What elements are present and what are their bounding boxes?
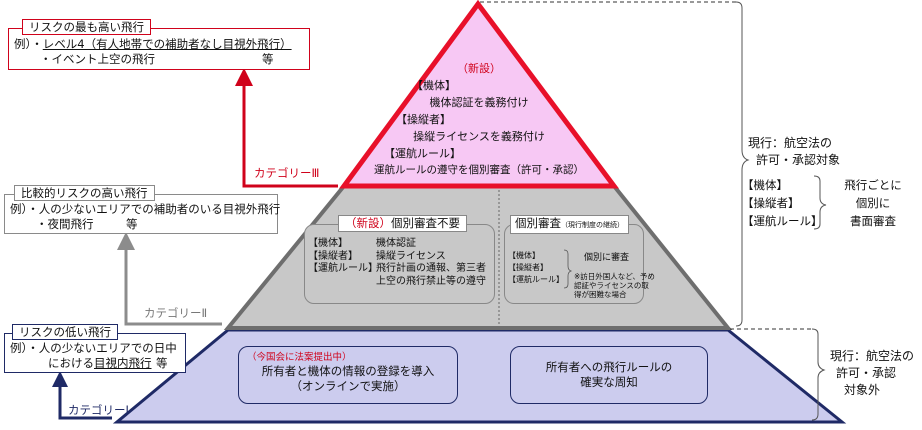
apex-content: （新設） 【機体】 機体認証を義務付け 【操縦者】 操縦ライセンスを義務付け 【… [352,60,606,179]
apex-airframe-text: 機体認証を義務付け [429,96,529,109]
higher-risk-title: 比較的リスクの高い飛行 [14,185,155,201]
cat3-arrow-line [242,84,338,188]
highest-risk-title: リスクの最も高い飛行 [22,19,151,35]
awareness-line1: 所有者への飛行ルールの [545,360,673,374]
cat3-arrowhead [235,68,253,86]
per-flight-review-note: 飛行ごとに 個別に 書面審査 [844,178,902,228]
category-2-label: カテゴリーⅡ [144,306,208,320]
registration-box: （今国会に法案提出中） 所有者と機体の情報の登録を導入 （オンラインで実施） [238,346,458,404]
highest-risk-etc: 等 [262,52,274,66]
cat2-arrow-line [124,248,222,326]
apex-tier-shape [339,0,619,189]
apex-new-label: （新設） [457,62,501,75]
registration-line2: （オンラインで実施） [290,379,406,393]
cat1-arrow-line [58,385,112,420]
cat2-arrowhead [117,232,135,250]
current-exempt-note: 現行：航空法の 許可・承認 対象外 [830,349,915,397]
individual-review-title: 個別審査（現行制度の継続） [510,215,629,234]
low-risk-title: リスクの低い飛行 [12,324,118,340]
registration-line1: 所有者と機体の情報の登録を導入 [261,364,435,378]
current-permit-list: 【機体】 【操縦者】 【運航ルール】 [742,178,823,228]
highest-risk-example-2: ・イベント上空の飛行 [40,52,155,66]
low-risk-etc: 等 [156,356,168,370]
apex-airframe-head: 【機体】 [412,79,456,92]
individual-review-items: 【機体】 【操縦者】 【運航ルール】 [508,251,564,284]
low-risk-example-1: 例）・人の少ないエリアでの日中 [10,341,177,355]
higher-risk-example-2: ・夜間飛行 [36,217,94,231]
apex-pilot-head: 【操縦者】 [396,113,451,126]
individual-review-note: ※訪日外国人など、予め 認証やライセンスの取 得が困難な場合 [574,272,655,299]
highest-risk-example-1: 例）・レベル4（有人地帯での補助者なし目視外飛行） [14,37,292,51]
apex-rules-text: 運航ルールの遵守を個別審査（許可・承認） [374,164,584,176]
awareness-box: 所有者への飛行ルールの 確実な周知 [510,346,708,404]
current-permit-note: 現行：航空法の 許可・承認対象 [748,136,841,167]
no-review-title: （新設）個別審査不要 [338,215,467,232]
low-risk-example-2: における目視内飛行 [48,356,152,370]
higher-risk-etc: 等 [126,217,138,231]
awareness-line2: 確実な周知 [580,375,638,389]
bracket-top [735,1,750,327]
individual-review-text: 個別に審査 [584,253,630,263]
category-3-label: カテゴリーⅢ [254,166,320,180]
bottom-tier-shape [112,328,847,424]
no-review-items: 【機体】機体認証 【操縦者】操縦ライセンス 【運航ルール】飛行計画の通報、第三者… [308,238,486,287]
higher-risk-example-1: 例）・人の少ないエリアでの補助者のいる目視外飛行 [10,202,281,216]
no-review-box [304,224,495,304]
category-1-label: カテゴリーⅠ [68,403,129,417]
bracket-list [813,175,827,230]
cat1-arrowhead [52,371,68,387]
bracket-bottom [811,328,826,421]
highest-risk-box [8,28,310,70]
individual-review-box [504,224,644,304]
apex-pilot-text: 操縦ライセンスを義務付け [413,130,545,143]
registration-note: （今国会に法案提出中） [247,352,352,363]
apex-rules-head: 【運航ルール】 [384,147,461,160]
